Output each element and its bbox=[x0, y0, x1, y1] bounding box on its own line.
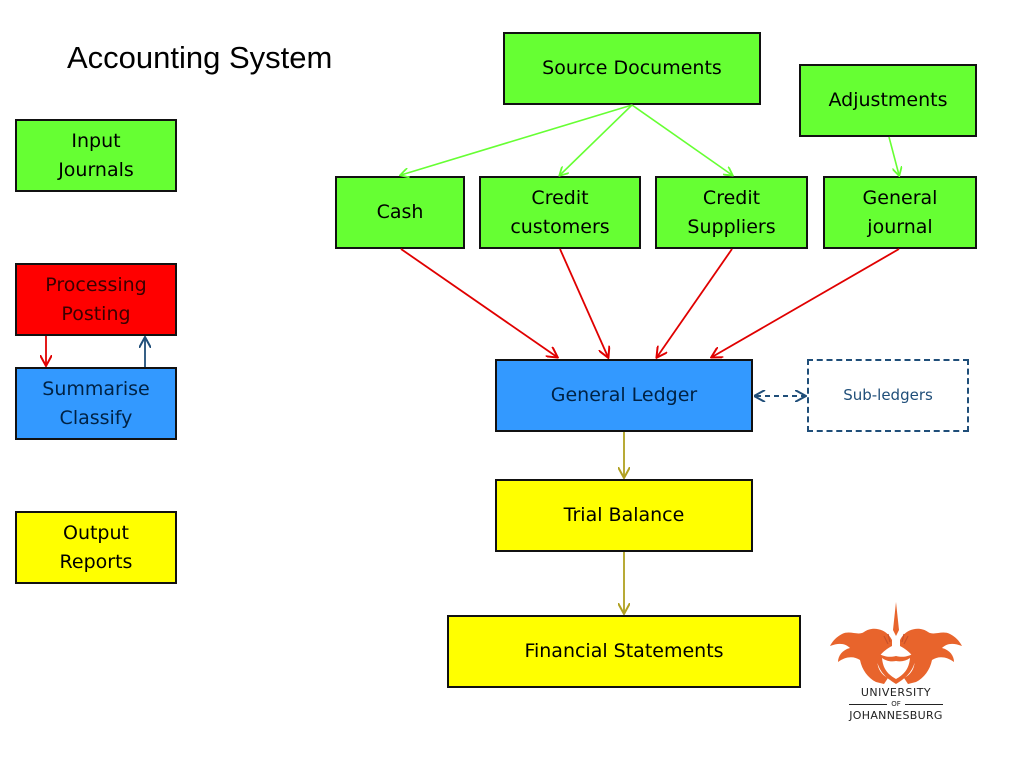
trial-balance-box: Trial Balance bbox=[495, 479, 753, 552]
legend-output-reports: Output Reports bbox=[15, 511, 177, 584]
logo-text-of: OF bbox=[826, 700, 966, 708]
legend-input-journals: Input Journals bbox=[15, 119, 177, 192]
credit-customers-box: Credit customers bbox=[479, 176, 641, 249]
page-title: Accounting System bbox=[67, 40, 333, 75]
logo-text-johannesburg: JOHANNESBURG bbox=[849, 709, 943, 722]
arrow-source-to-cash bbox=[401, 104, 633, 175]
credit-suppliers-box: Credit Suppliers bbox=[655, 176, 808, 249]
general-ledger-box: General Ledger bbox=[495, 359, 753, 432]
logo-text-university: UNIVERSITY bbox=[860, 686, 932, 699]
legend-summarise-classify: Summarise Classify bbox=[15, 367, 177, 440]
sub-ledgers-box: Sub-ledgers bbox=[807, 359, 969, 432]
university-logo-icon bbox=[830, 602, 962, 684]
arrow-source-to-credit-suppliers bbox=[631, 104, 732, 175]
arrow-adjustments-to-general-journal bbox=[888, 136, 899, 175]
adjustments-box: Adjustments bbox=[799, 64, 977, 137]
arrow-general-journal-to-ledger bbox=[712, 248, 900, 357]
legend-processing-posting: Processing Posting bbox=[15, 263, 177, 336]
arrow-cash-to-ledger bbox=[400, 248, 557, 357]
arrow-source-to-credit-customers bbox=[560, 104, 633, 175]
source-documents-box: Source Documents bbox=[503, 32, 761, 105]
arrow-credit-suppliers-to-ledger bbox=[657, 248, 733, 357]
financial-statements-box: Financial Statements bbox=[447, 615, 801, 688]
arrow-credit-customers-to-ledger bbox=[559, 248, 608, 357]
general-journal-box: General journal bbox=[823, 176, 977, 249]
